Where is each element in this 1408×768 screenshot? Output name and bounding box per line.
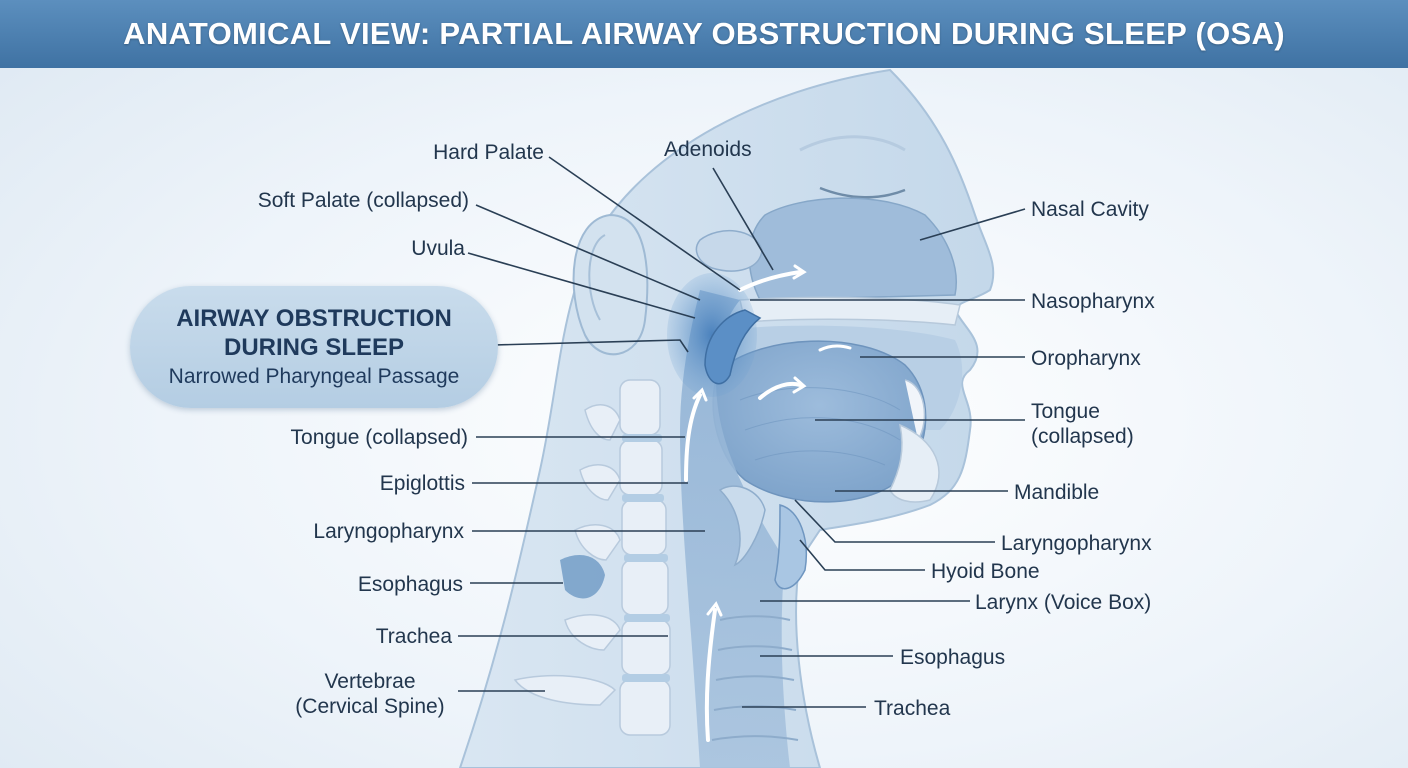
label-nasopharynx: Nasopharynx [1031,290,1155,313]
pharyngeal-airway [680,290,790,768]
label-esophagus-right: Esophagus [900,646,1006,669]
epiglottis-shape [718,485,766,567]
leader-lines [458,156,1026,708]
label-uvula: Uvula [411,237,465,260]
callout-title: AIRWAY OBSTRUCTION DURING SLEEP [176,305,452,361]
label-tongue-collapsed-left: Tongue (collapsed) [290,426,468,449]
title-bar: ANATOMICAL VIEW: PARTIAL AIRWAY OBSTRUCT… [0,0,1408,68]
label-tongue-collapsed-right: Tongue (collapsed) [1031,400,1134,448]
ear-shape [572,213,649,356]
label-adenoids: Adenoids [664,138,752,161]
label-larynx: Larynx (Voice Box) [975,591,1152,614]
page-title: ANATOMICAL VIEW: PARTIAL AIRWAY OBSTRUCT… [123,16,1285,51]
vertebrae-column [513,379,671,736]
label-soft-palate: Soft Palate (collapsed) [257,189,469,212]
adenoids-shape [695,229,763,272]
label-hard-palate: Hard Palate [433,141,544,164]
mandible-shape [889,423,940,503]
label-mandible: Mandible [1014,481,1100,504]
label-trachea-right: Trachea [874,697,951,720]
obstruction-callout: AIRWAY OBSTRUCTION DURING SLEEP Narrowed… [130,286,498,408]
label-laryngopharynx-left: Laryngopharynx [313,520,464,543]
larynx-shape [774,504,807,590]
hard-palate-shape [739,296,961,326]
label-hyoid-bone: Hyoid Bone [931,560,1040,583]
label-trachea-left: Trachea [375,625,452,648]
label-vertebrae: Vertebrae (Cervical Spine) [295,670,445,718]
airflow-arrows [684,264,852,742]
label-oropharynx: Oropharynx [1031,347,1141,370]
callout-subtitle: Narrowed Pharyngeal Passage [168,365,460,388]
esophagus-shape [560,555,605,599]
eye-closed [819,186,906,199]
label-laryngopharynx-right: Laryngopharynx [1001,532,1152,555]
label-esophagus-left: Esophagus [357,573,463,596]
label-nasal-cavity: Nasal Cavity [1031,198,1149,221]
soft-palate-shape [704,309,762,385]
label-epiglottis: Epiglottis [379,472,465,495]
